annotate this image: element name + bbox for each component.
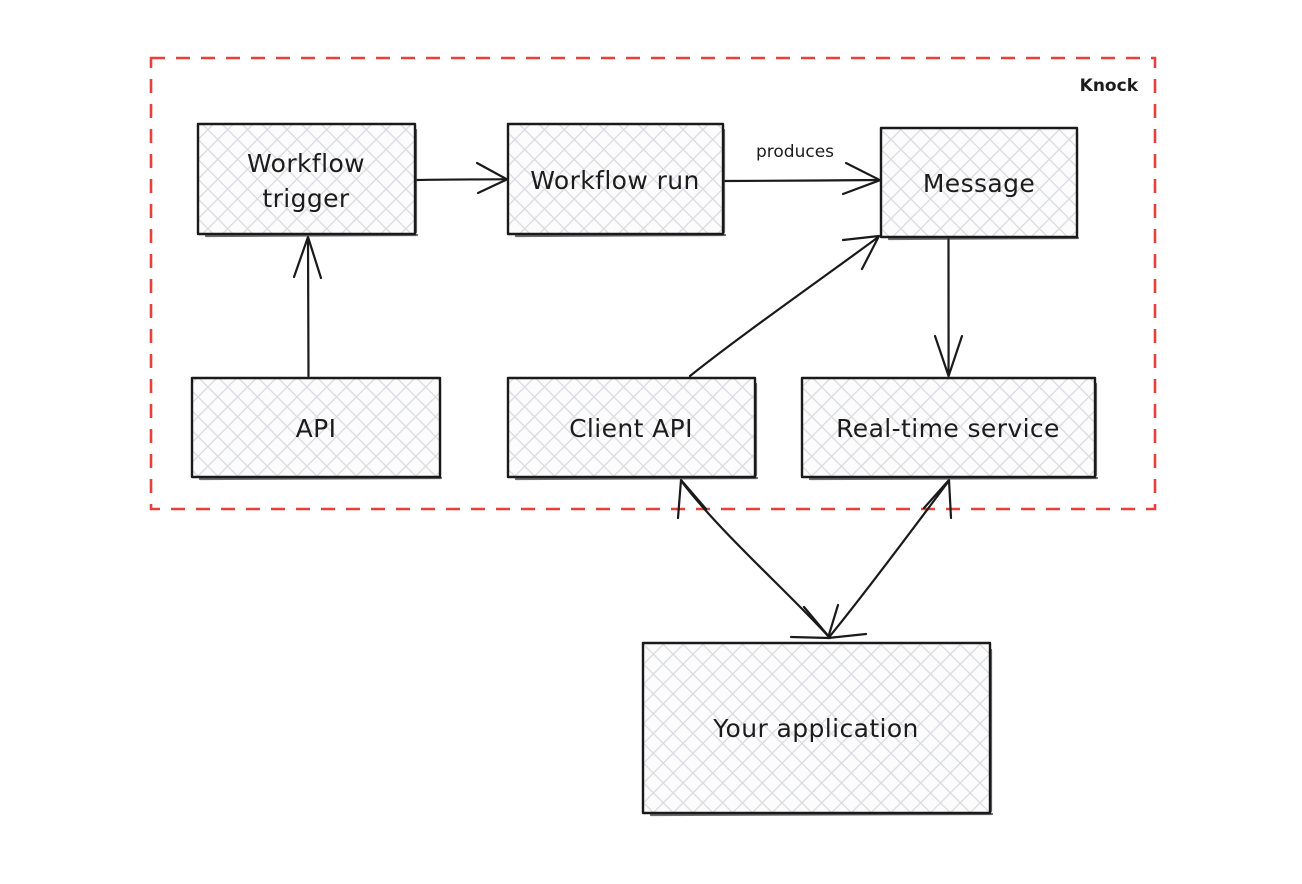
edge-message-to-realtime <box>933 237 964 378</box>
edge-trigger-to-run <box>415 161 509 195</box>
arrow-head <box>826 603 868 640</box>
nodes-group: Workflow trigger Workflow run Message AP… <box>190 122 1099 817</box>
edge-line <box>688 236 879 378</box>
edge-line <box>723 178 880 183</box>
edge-line <box>828 480 950 638</box>
knock-boundary-label: Knock <box>1080 76 1139 96</box>
arrow-head <box>676 478 708 520</box>
edge-line <box>680 480 830 638</box>
arrow-head <box>292 235 323 280</box>
edge-line <box>306 237 310 378</box>
node-message[interactable]: Message <box>879 126 1080 241</box>
node-rect <box>190 376 442 479</box>
edge-label-produces: produces <box>756 142 834 162</box>
arrow-head <box>475 161 509 195</box>
node-workflow-trigger[interactable]: Workflow trigger <box>196 122 419 238</box>
node-label-line1: Workflow <box>247 149 365 178</box>
arrow-head <box>933 334 964 378</box>
node-api[interactable]: API <box>190 376 443 481</box>
knock-boundary-group: Knock <box>149 56 1157 511</box>
node-rect <box>641 641 992 815</box>
node-label: Client API <box>569 414 693 443</box>
node-rect <box>196 122 417 236</box>
edge-app-to-client-api <box>676 478 832 640</box>
node-label: API <box>296 414 337 443</box>
node-client-api[interactable]: Client API <box>506 376 759 481</box>
edge-line <box>415 178 507 182</box>
arrow-head <box>841 161 882 196</box>
node-rect <box>879 126 1079 239</box>
knock-boundary-rect <box>149 56 1157 511</box>
edge-api-to-trigger <box>292 235 323 378</box>
node-realtime-service[interactable]: Real-time service <box>800 376 1099 481</box>
node-label: Real-time service <box>836 414 1060 443</box>
node-label-line2: trigger <box>262 184 350 213</box>
node-workflow-run[interactable]: Workflow run <box>506 122 727 238</box>
edge-client-api-to-message <box>688 234 881 378</box>
edge-run-to-message: produces <box>723 142 882 196</box>
arrow-head <box>841 234 881 271</box>
node-label: Message <box>923 169 1035 198</box>
node-rect <box>506 122 725 236</box>
node-your-application[interactable]: Your application <box>641 641 994 817</box>
node-label: Workflow run <box>530 166 700 195</box>
node-rect <box>800 376 1097 479</box>
edges-group: produces <box>292 142 964 640</box>
node-label: Your application <box>712 714 919 743</box>
edge-app-to-realtime <box>826 478 953 640</box>
arrow-head <box>922 478 953 520</box>
node-rect <box>506 376 757 479</box>
